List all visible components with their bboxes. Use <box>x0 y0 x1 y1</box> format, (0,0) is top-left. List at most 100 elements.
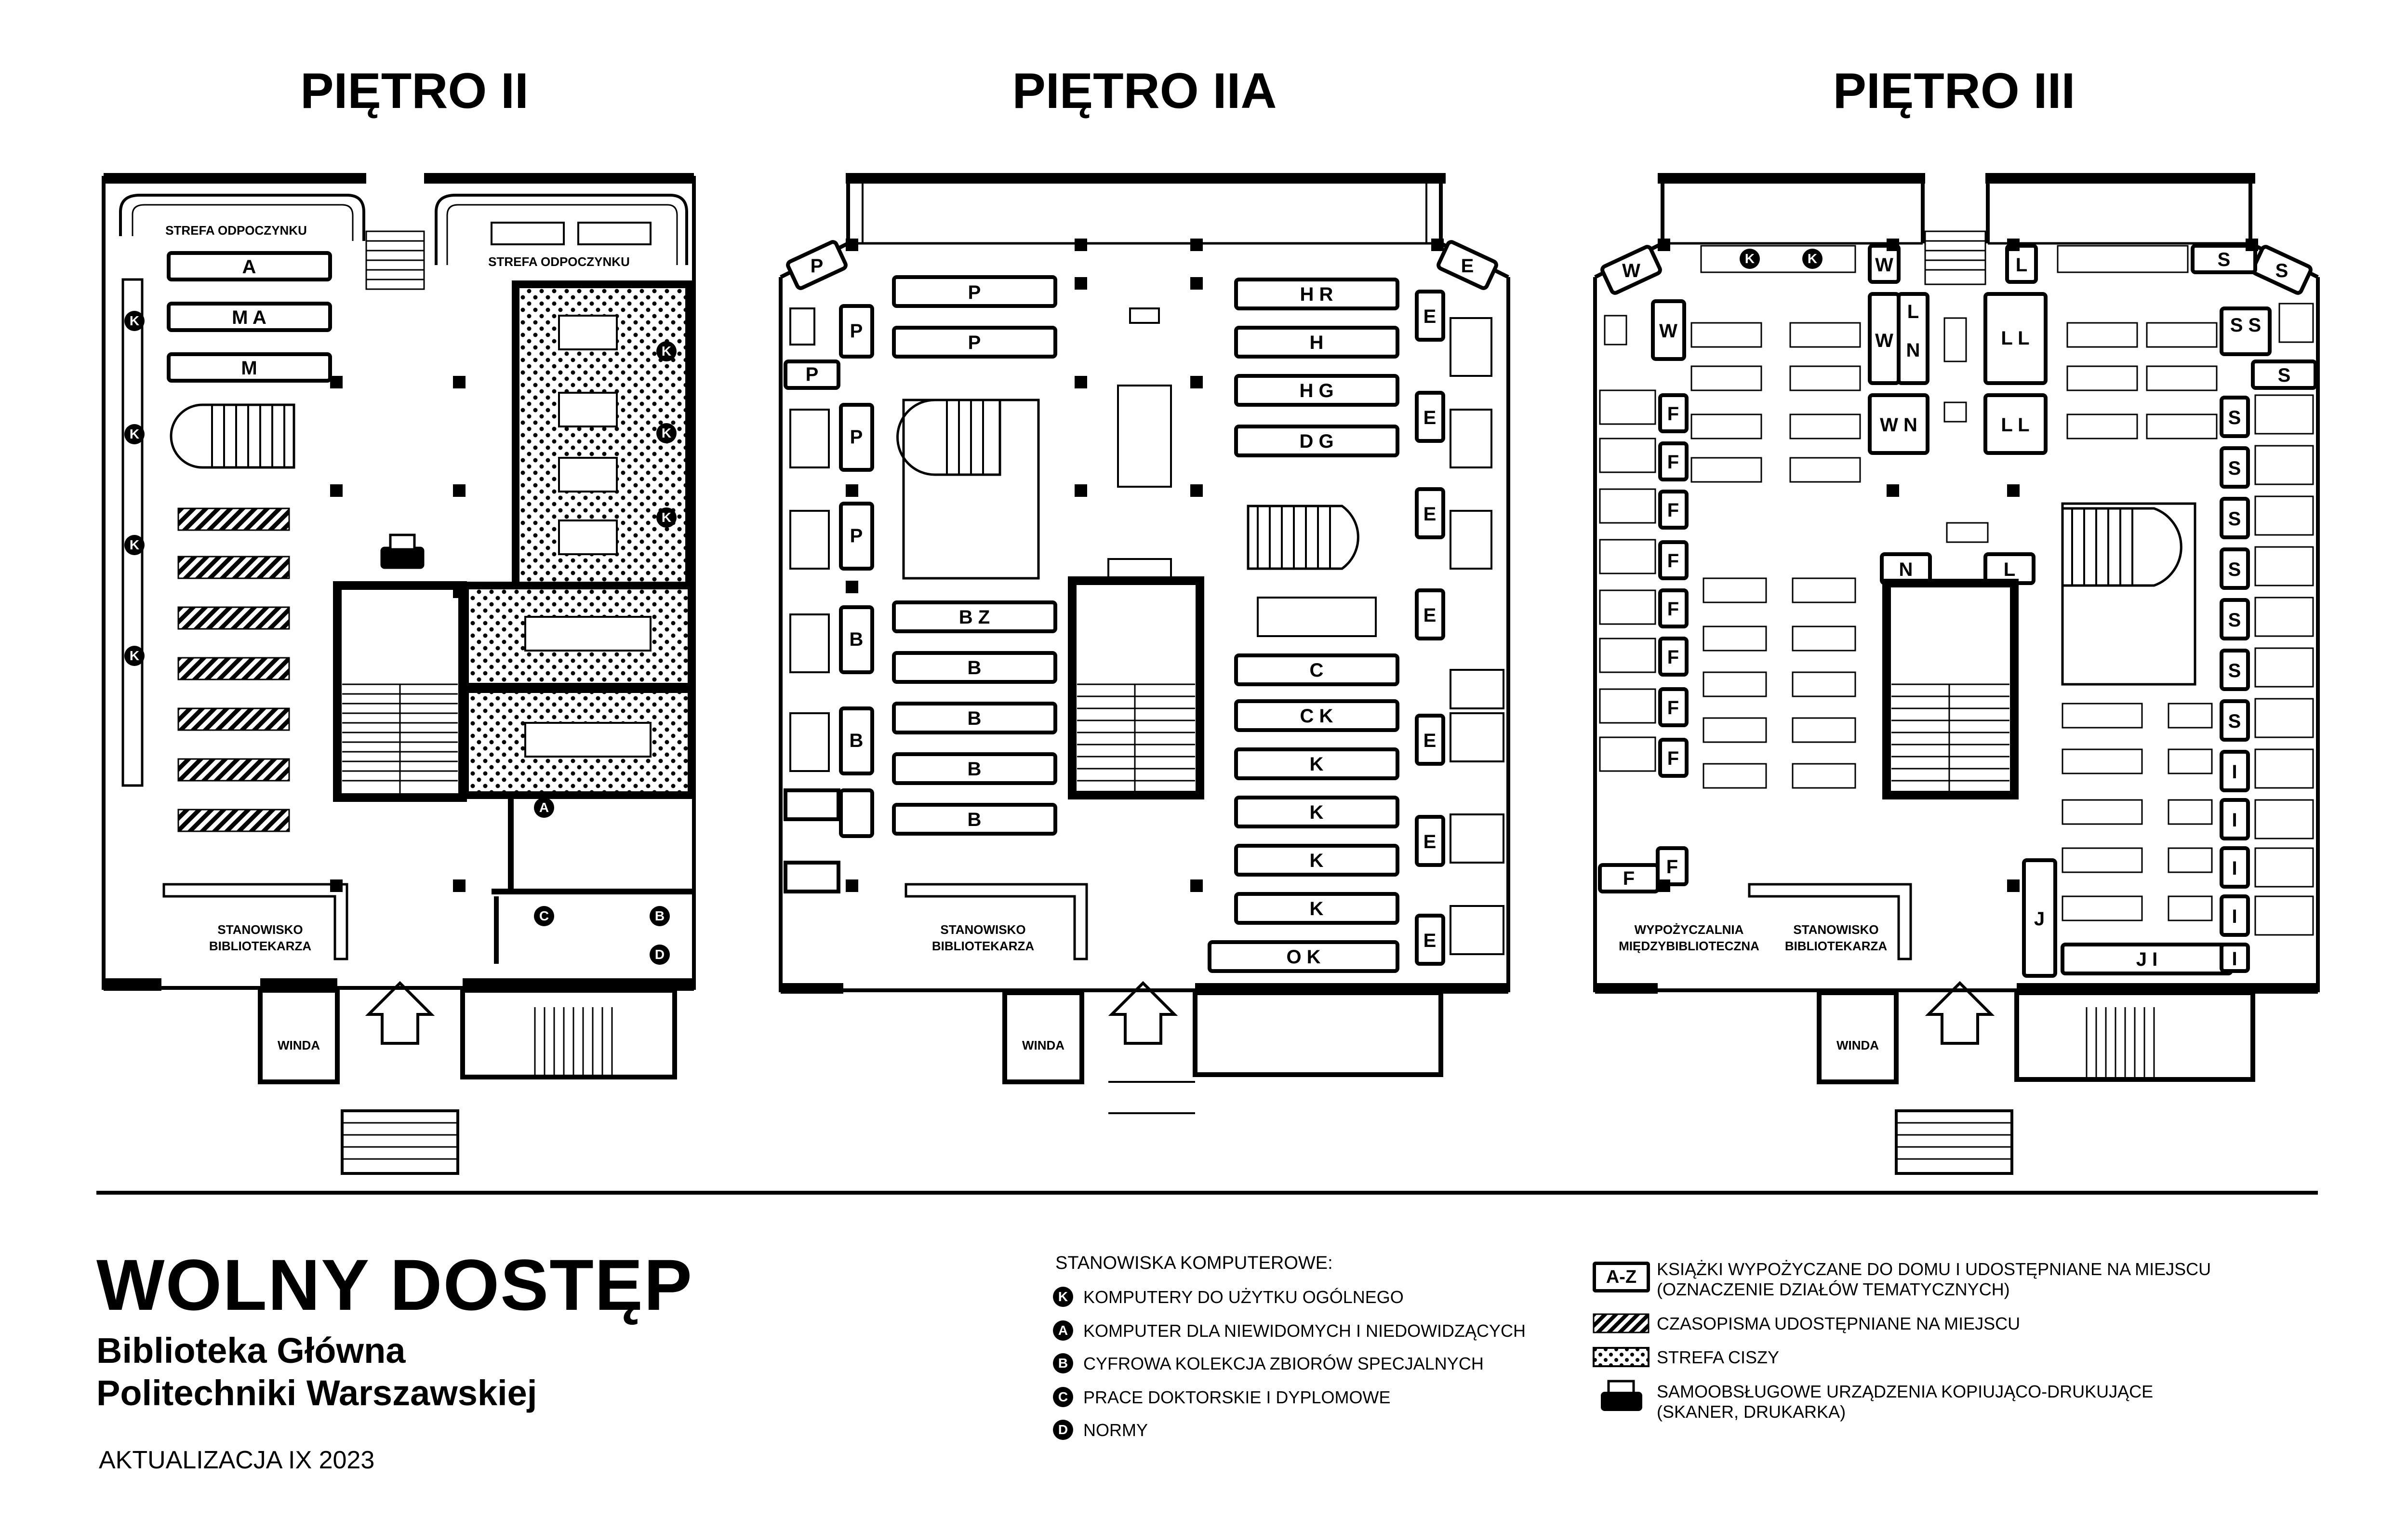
shelf-label: I <box>2232 761 2237 783</box>
legend-marker-b: B <box>1053 1353 1073 1373</box>
shelf-label: K <box>1310 802 1324 823</box>
shelf-label: S <box>2228 508 2241 530</box>
shelf-label: S <box>2228 407 2241 428</box>
librarian-desk-label: STANOWISKO <box>1793 922 1878 937</box>
shelf-label: P <box>968 282 981 303</box>
subtitle-line2: Politechniki Warszawskiej <box>96 1373 537 1413</box>
legend-symbol-label: KSIĄŻKI WYPOŻYCZANE DO DOMU I UDOSTĘPNIA… <box>1657 1259 2211 1279</box>
floor-title-2: PIĘTRO II <box>300 63 529 119</box>
station-marker-k: K <box>656 507 677 528</box>
shelf-label: W <box>1659 320 1677 342</box>
shelf-label: J <box>2034 908 2045 930</box>
shelf-label: F <box>1667 403 1679 425</box>
rest-zone-label: STREFA ODPOCZYNKU <box>488 254 630 269</box>
legend-marker-d: D <box>1053 1420 1073 1440</box>
floor-plan-2 <box>102 173 696 1175</box>
shelf-label: S <box>2228 660 2241 681</box>
shelf-label: S <box>2228 610 2241 631</box>
station-marker-k: K <box>1802 249 1823 269</box>
station-marker-a: A <box>534 798 554 818</box>
station-marker-b: B <box>650 906 670 926</box>
update-note: AKTUALIZACJA IX 2023 <box>99 1446 375 1474</box>
shelf-label: L <box>2004 559 2015 580</box>
shelf-label: H R <box>1300 284 1333 305</box>
shelf-label: N <box>1899 559 1913 580</box>
floor-plans: A M A M STREFA ODPOCZYNKU STREFA ODPOCZY… <box>96 173 2320 1195</box>
shelf-label: H <box>1310 332 1324 353</box>
printer-icon <box>380 533 425 569</box>
shelf-label: P <box>811 255 824 277</box>
shelf-label: L <box>2016 254 2027 276</box>
legend-marker-k: K <box>1053 1287 1073 1307</box>
shelf-label: B <box>968 708 982 729</box>
legend-station-label: KOMPUTER DLA NIEWIDOMYCH I NIEDOWIDZĄCYC… <box>1083 1321 1526 1341</box>
shelf-label: K <box>1310 850 1324 871</box>
shelf-label: B Z <box>959 607 990 628</box>
shelf-label: L L <box>2001 328 2029 349</box>
librarian-desk-label: BIBLIOTEKARZA <box>932 939 1035 953</box>
shelf-label: W N <box>1880 414 1917 436</box>
shelf-label: B <box>850 629 864 650</box>
shelf-label: W <box>1622 260 1640 281</box>
shelf-label: F <box>1623 868 1635 889</box>
station-marker-k: K <box>124 311 145 331</box>
shelf-label: K <box>1310 898 1324 919</box>
shelf-label: S <box>2228 711 2241 732</box>
shelf-label: F <box>1667 748 1679 769</box>
shelf-label: S <box>2228 458 2241 479</box>
shelf-label: M A <box>232 307 266 328</box>
shelf-label: H G <box>1299 380 1333 401</box>
station-marker-c: C <box>534 906 554 926</box>
shelf-label: P <box>850 320 863 342</box>
floor-title-3: PIĘTRO III <box>1833 63 2075 119</box>
shelf-label: E <box>1424 831 1437 852</box>
shelf-label: I <box>2232 948 2237 970</box>
legend-marker-c: C <box>1053 1387 1073 1407</box>
librarian-desk-label: STANOWISKO <box>217 922 303 937</box>
main-title: WOLNY DOSTĘP <box>96 1244 693 1325</box>
shelf-label: B <box>968 759 982 780</box>
shelf-label: P <box>806 364 819 385</box>
legend-symbol-label: (SKANER, DRUKARKA) <box>1657 1402 1846 1422</box>
shelf-label: W <box>1875 254 1893 276</box>
floor-plan-2a <box>779 173 1510 1114</box>
ill-label: WYPOŻYCZALNIA <box>1635 922 1744 937</box>
station-marker-k: K <box>1740 249 1760 269</box>
shelf-label: S <box>2275 260 2288 281</box>
legend-stations-heading: STANOWISKA KOMPUTEROWE: <box>1055 1253 1333 1273</box>
station-marker-k: K <box>656 423 677 443</box>
shelf-label: S S <box>2230 315 2261 336</box>
legend-az-icon: A-Z <box>1593 1262 1650 1292</box>
legend-station-label: NORMY <box>1083 1420 1148 1440</box>
station-marker-k: K <box>124 424 145 444</box>
station-marker-k: K <box>124 535 145 555</box>
shelf-label: P <box>968 332 981 353</box>
shelf-label: F <box>1667 697 1679 719</box>
shelf-label: E <box>1424 504 1437 525</box>
legend-marker-a: A <box>1053 1320 1073 1341</box>
shelf-label: P <box>850 525 863 546</box>
shelf-label: E <box>1424 930 1437 951</box>
shelf-label: E <box>1424 407 1437 428</box>
shelf-label: C K <box>1300 706 1333 727</box>
shelf-label: I <box>2232 858 2237 879</box>
shelf-label: B <box>968 809 982 830</box>
shelf-label: W <box>1875 330 1893 351</box>
librarian-desk-label: BIBLIOTEKARZA <box>209 939 312 953</box>
librarian-desk-label: STANOWISKO <box>940 922 1025 937</box>
legend-station-label: CYFROWA KOLEKCJA ZBIORÓW SPECJALNYCH <box>1083 1354 1484 1373</box>
librarian-desk-label: BIBLIOTEKARZA <box>1785 939 1888 953</box>
legend-dots-icon <box>1593 1347 1650 1367</box>
legend-symbol-label: (OZNACZENIE DZIAŁÓW TEMATYCZNYCH) <box>1657 1279 2010 1299</box>
shelf-label: F <box>1667 452 1679 473</box>
station-marker-d: D <box>650 945 670 965</box>
shelf-label: S <box>2278 365 2291 386</box>
shelf-label: L <box>1907 301 1919 322</box>
shelf-label: I <box>2232 810 2237 831</box>
shelf-label: B <box>850 730 864 751</box>
shelf-label: N <box>1906 340 1920 361</box>
shelf-label: F <box>1667 647 1679 668</box>
shelf-label: K <box>1310 754 1324 775</box>
shelf-label: S <box>2218 249 2231 270</box>
elevator-label: WINDA <box>278 1038 320 1052</box>
